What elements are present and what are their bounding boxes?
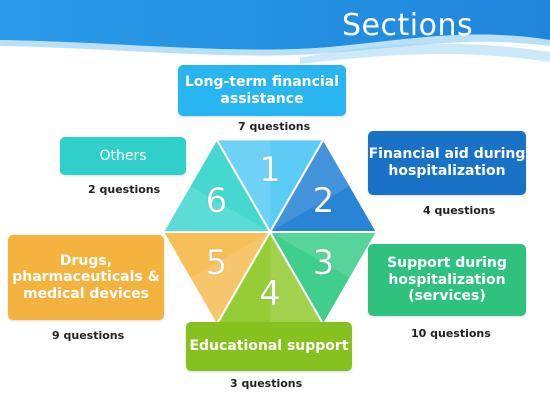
hex-face-6 [161, 137, 272, 233]
page-title: Sections [342, 8, 474, 43]
hex-face-highlight-5 [189, 232, 270, 325]
hex-number-6: 6 [206, 181, 228, 221]
hex-number-3: 3 [313, 243, 335, 283]
section-2-count: 4 questions [423, 204, 496, 217]
hex-number-2: 2 [313, 181, 335, 221]
section-6-box: Others [60, 137, 186, 175]
section-6-label: Others [99, 147, 147, 164]
section-3-box: Support during hospitalization (services… [368, 244, 526, 316]
section-4-label: Educational support [189, 338, 349, 355]
hex-number-4: 4 [259, 274, 281, 314]
section-4-count: 3 questions [230, 377, 303, 390]
section-2-box: Financial aid during hospitalization [368, 131, 526, 195]
hex-number-5: 5 [206, 243, 228, 283]
section-6-count: 2 questions [88, 183, 161, 196]
section-3-count: 10 questions [411, 327, 491, 340]
section-1-box: Long-term financial assistance [178, 65, 346, 116]
section-2-label: Financial aid during hospitalization [368, 146, 526, 179]
section-1-label: Long-term financial assistance [185, 73, 339, 107]
section-1-count: 7 questions [238, 120, 311, 133]
hex-number-1: 1 [259, 150, 281, 190]
section-5-label: Drugs, pharmaceuticals & medical devices [12, 252, 160, 302]
hex-face-highlight-3 [270, 232, 377, 279]
hex-face-highlight-6 [163, 185, 270, 232]
section-3-label: Support during hospitalization (services… [387, 255, 507, 305]
hex-face-highlight-2 [270, 139, 351, 232]
header-banner: Sections [0, 0, 550, 70]
header-wave-graphic [0, 0, 550, 64]
section-5-count: 9 questions [52, 329, 125, 342]
section-4-box: Educational support [186, 322, 352, 371]
section-5-box: Drugs, pharmaceuticals & medical devices [8, 235, 164, 320]
hex-face-highlight-4 [270, 232, 324, 325]
